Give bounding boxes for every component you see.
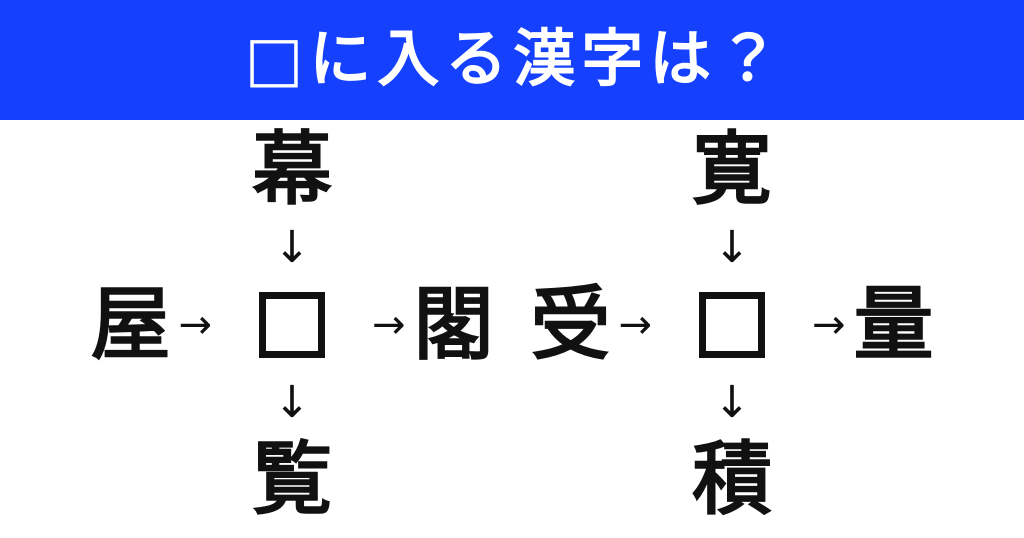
puzzle-left-bottom-kanji: 覧 bbox=[252, 433, 332, 526]
puzzle-right-answer-box[interactable] bbox=[699, 292, 765, 358]
arrow-right-icon: → bbox=[372, 302, 406, 348]
header-banner: □に入る漢字は？ bbox=[0, 0, 1024, 120]
puzzle-right-bottom-kanji: 積 bbox=[692, 433, 772, 526]
puzzle-right-grid: 寛 ↓ 受 → → 量 ↓ 積 bbox=[512, 120, 952, 538]
puzzle-right-center-slot bbox=[652, 292, 812, 358]
arrow-down-icon: ↓ bbox=[713, 221, 751, 273]
puzzle-left-top-kanji: 幕 bbox=[252, 123, 332, 216]
arrow-right-icon: → bbox=[178, 302, 212, 348]
puzzle-right-top-kanji: 寛 bbox=[692, 123, 772, 216]
arrow-down-icon: ↓ bbox=[713, 376, 751, 428]
puzzle-right: 寛 ↓ 受 → → 量 ↓ 積 bbox=[512, 120, 952, 538]
arrow-right-icon: → bbox=[812, 302, 846, 348]
puzzle-right-left-kanji: 受 bbox=[530, 278, 611, 371]
arrow-down-icon: ↓ bbox=[273, 221, 311, 273]
puzzle-right-left-slot: 受 → bbox=[512, 285, 652, 365]
puzzle-left: 幕 ↓ 屋 → → 閣 ↓ 覧 bbox=[72, 120, 512, 538]
puzzle-left-answer-box[interactable] bbox=[259, 292, 325, 358]
arrow-down-icon: ↓ bbox=[273, 376, 311, 428]
puzzle-left-center-slot bbox=[212, 292, 372, 358]
puzzle-left-right-kanji: 閣 bbox=[413, 278, 494, 371]
puzzle-left-right-slot: → 閣 bbox=[372, 285, 512, 365]
page-title: □に入る漢字は？ bbox=[244, 22, 786, 95]
puzzle-left-grid: 幕 ↓ 屋 → → 閣 ↓ 覧 bbox=[72, 120, 512, 538]
puzzle-container: 幕 ↓ 屋 → → 閣 ↓ 覧 寛 bbox=[0, 120, 1024, 538]
puzzle-right-right-kanji: 量 bbox=[853, 278, 934, 371]
puzzle-right-right-slot: → 量 bbox=[812, 285, 952, 365]
puzzle-left-left-slot: 屋 → bbox=[72, 285, 212, 365]
arrow-right-icon: → bbox=[618, 302, 652, 348]
puzzle-left-left-kanji: 屋 bbox=[90, 278, 171, 371]
